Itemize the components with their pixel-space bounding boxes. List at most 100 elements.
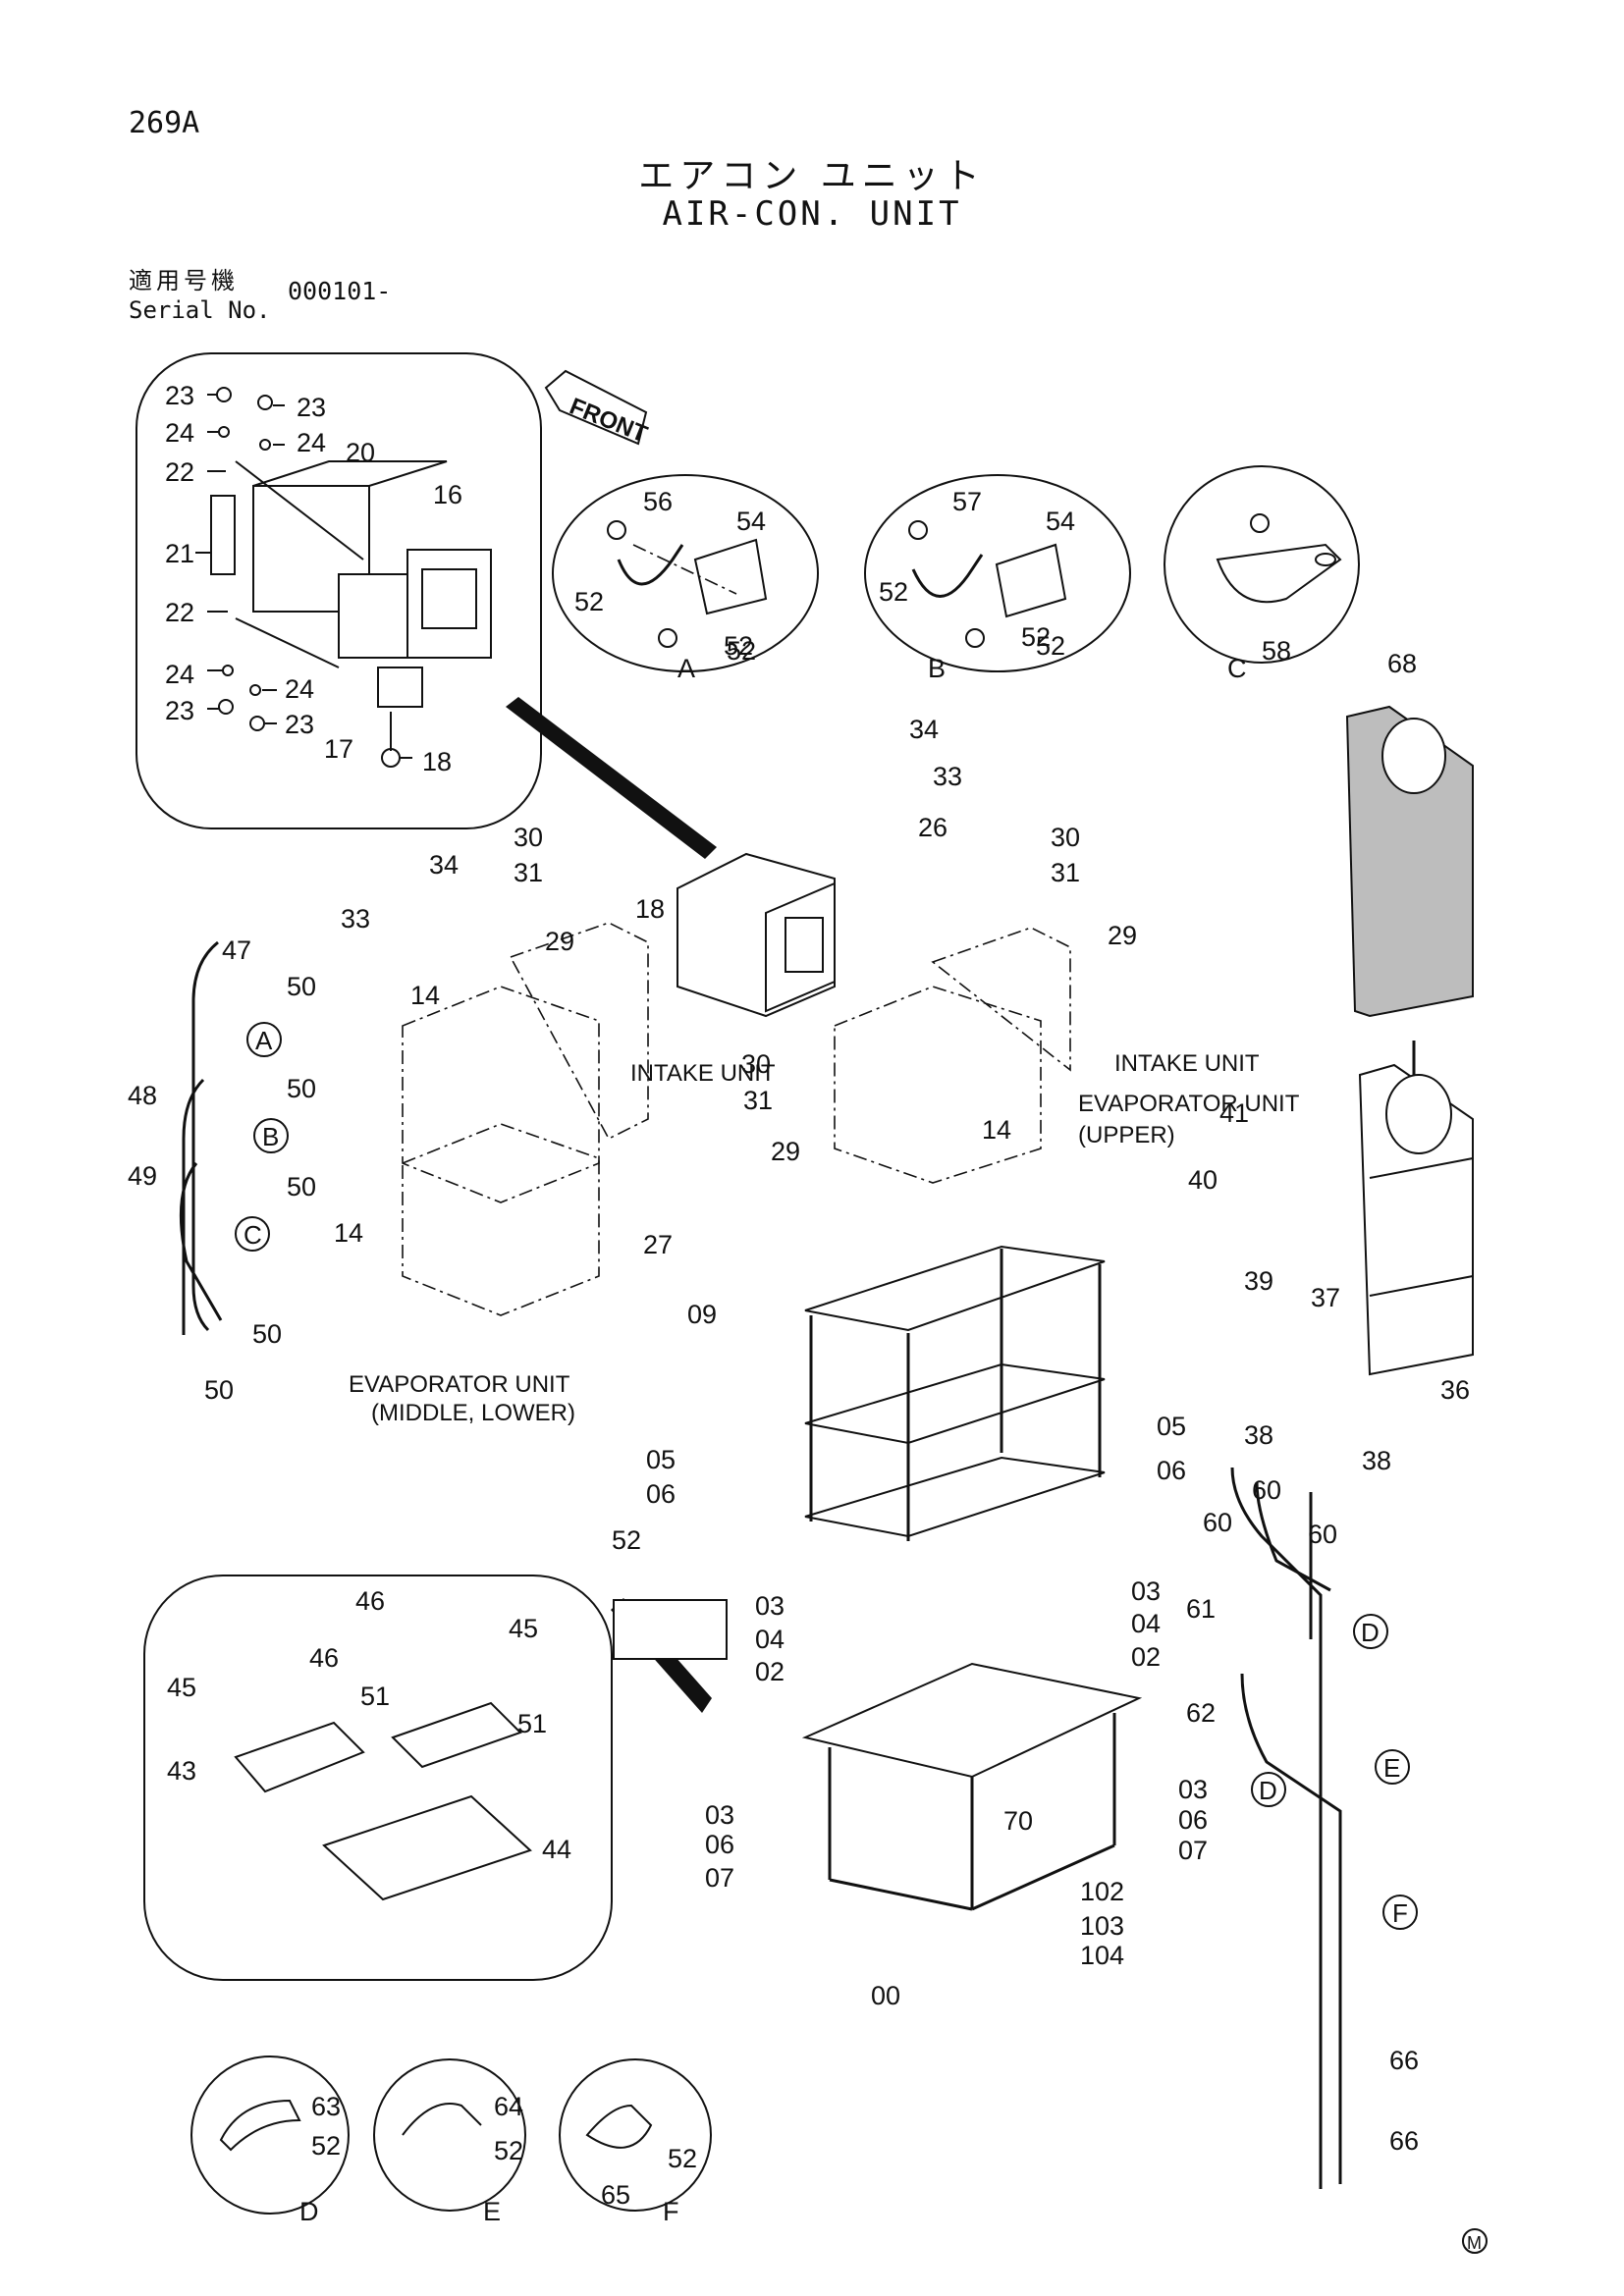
evaporator-middle-sublabel: (MIDDLE, LOWER): [371, 1400, 575, 1426]
circled-ref-a: A: [246, 1022, 282, 1057]
part-number-label: 58: [1262, 636, 1291, 666]
part-number-label: 27: [643, 1230, 673, 1259]
part-number-label: 64: [494, 2092, 523, 2121]
part-number-label: 02: [755, 1657, 785, 1686]
part-number-label: 45: [509, 1614, 538, 1643]
detail-letter-b: B: [928, 654, 946, 683]
part-number-label: 21: [165, 539, 194, 568]
serial-label: Serial No.: [129, 296, 271, 324]
unit-frame: [804, 1245, 1106, 1541]
part-number-label: 18: [422, 747, 452, 776]
part-number-label: 52: [724, 631, 753, 661]
part-number-label: 104: [1080, 1941, 1124, 1970]
part-number-label: 52: [311, 2131, 341, 2161]
circled-ref-d-upper: D: [1353, 1614, 1388, 1649]
circled-ref-d-upper-text: D: [1361, 1618, 1380, 1647]
part-number-label: 06: [646, 1479, 676, 1509]
part-number-label: 24: [165, 418, 194, 448]
detail-letter-c: C: [1227, 654, 1247, 683]
serial-label-japanese: 適用号機: [129, 267, 239, 294]
part-number-label: 18: [635, 894, 665, 924]
detail-inset-top: [135, 352, 717, 859]
part-number-label: 04: [755, 1625, 785, 1654]
corner-mark: M: [1462, 2228, 1488, 2254]
part-number-label: 103: [1080, 1911, 1124, 1941]
part-number-label: 39: [1244, 1266, 1273, 1296]
part-number-label: 23: [285, 710, 314, 739]
part-number-label: 63: [311, 2092, 341, 2121]
part-number-label: 52: [879, 577, 908, 607]
part-number-label: 31: [514, 858, 543, 887]
part-number-label: 49: [128, 1161, 157, 1191]
part-number-label: 43: [167, 1756, 196, 1786]
part-number-label: 50: [287, 1172, 316, 1201]
page-title-japanese: エアコン ユニット: [638, 156, 986, 196]
part-number-label: 24: [165, 660, 194, 689]
serial-number-value: 000101-: [288, 277, 392, 305]
base-frame: [801, 1662, 1143, 1911]
part-number-label: 51: [360, 1682, 390, 1711]
part-number-label: 23: [297, 393, 326, 422]
intake-unit-label-left: INTAKE UNIT: [630, 1060, 776, 1087]
part-number-label: 46: [355, 1586, 385, 1616]
part-number-label: 52: [612, 1525, 641, 1555]
part-number-label: 03: [705, 1800, 734, 1830]
part-number-label: 02: [1131, 1642, 1161, 1672]
part-number-label: 51: [517, 1709, 547, 1738]
part-number-label: 44: [542, 1835, 571, 1864]
part-number-label: 50: [252, 1319, 282, 1349]
part-number-label: 05: [646, 1445, 676, 1474]
detail-inset-bottom: [143, 1575, 728, 1981]
detail-circle-d: [190, 2056, 350, 2215]
part-number-label: 05: [1157, 1412, 1186, 1441]
detail-circle-b: [864, 474, 1131, 672]
part-number-label: 41: [1219, 1098, 1249, 1128]
part-number-label: 66: [1389, 2046, 1419, 2075]
corner-mark-text: M: [1467, 2233, 1482, 2253]
part-number-label: 52: [1036, 631, 1065, 661]
circled-ref-e: E: [1375, 1749, 1410, 1785]
part-number-label: 38: [1362, 1446, 1391, 1475]
part-number-label: 31: [743, 1086, 773, 1115]
part-number-label: 07: [705, 1863, 734, 1893]
part-number-label: 29: [1108, 921, 1137, 950]
part-number-label: 45: [167, 1673, 196, 1702]
part-number-label: 30: [741, 1049, 771, 1079]
part-number-label: 31: [1051, 858, 1080, 887]
part-number-label: 22: [165, 457, 194, 487]
part-number-label: 23: [165, 696, 194, 725]
part-number-label: 06: [705, 1830, 734, 1859]
part-number-label: 22: [165, 598, 194, 627]
air-duct: [1345, 705, 1474, 1376]
part-number-label: 60: [1252, 1475, 1281, 1505]
part-number-label: 34: [909, 715, 939, 744]
part-number-label: 62: [1186, 1698, 1216, 1728]
part-number-label: 24: [297, 428, 326, 457]
part-number-label: 24: [285, 674, 314, 704]
detail-letter-a: A: [677, 654, 695, 683]
part-number-label: 60: [1308, 1520, 1337, 1549]
part-number-label: 52: [494, 2136, 523, 2165]
part-number-label: 06: [1178, 1805, 1208, 1835]
part-number-label: 06: [1157, 1456, 1186, 1485]
part-number-label: 00: [871, 1981, 900, 2010]
page-title: AIR-CON. UNIT: [662, 194, 962, 234]
part-number-label: 66: [1389, 2126, 1419, 2156]
part-number-label: 23: [165, 381, 194, 410]
part-number-label: 14: [334, 1218, 363, 1248]
part-number-label: 40: [1188, 1165, 1218, 1195]
harness-cables: [179, 940, 1342, 2189]
circled-ref-f-text: F: [1392, 1898, 1408, 1928]
part-number-label: 50: [204, 1375, 234, 1405]
part-number-label: 60: [1203, 1508, 1232, 1537]
circled-ref-b: B: [253, 1118, 289, 1153]
circled-ref-e-text: E: [1383, 1753, 1400, 1783]
part-number-label: 37: [1311, 1283, 1340, 1312]
part-number-label: 26: [918, 813, 947, 842]
circled-ref-d-lower-text: D: [1259, 1776, 1277, 1805]
part-number-label: 61: [1186, 1594, 1216, 1624]
part-number-label: 54: [736, 507, 766, 536]
circled-ref-c-text: C: [244, 1220, 262, 1250]
part-number-label: 03: [1178, 1775, 1208, 1804]
detail-letter-f: F: [663, 2197, 679, 2226]
